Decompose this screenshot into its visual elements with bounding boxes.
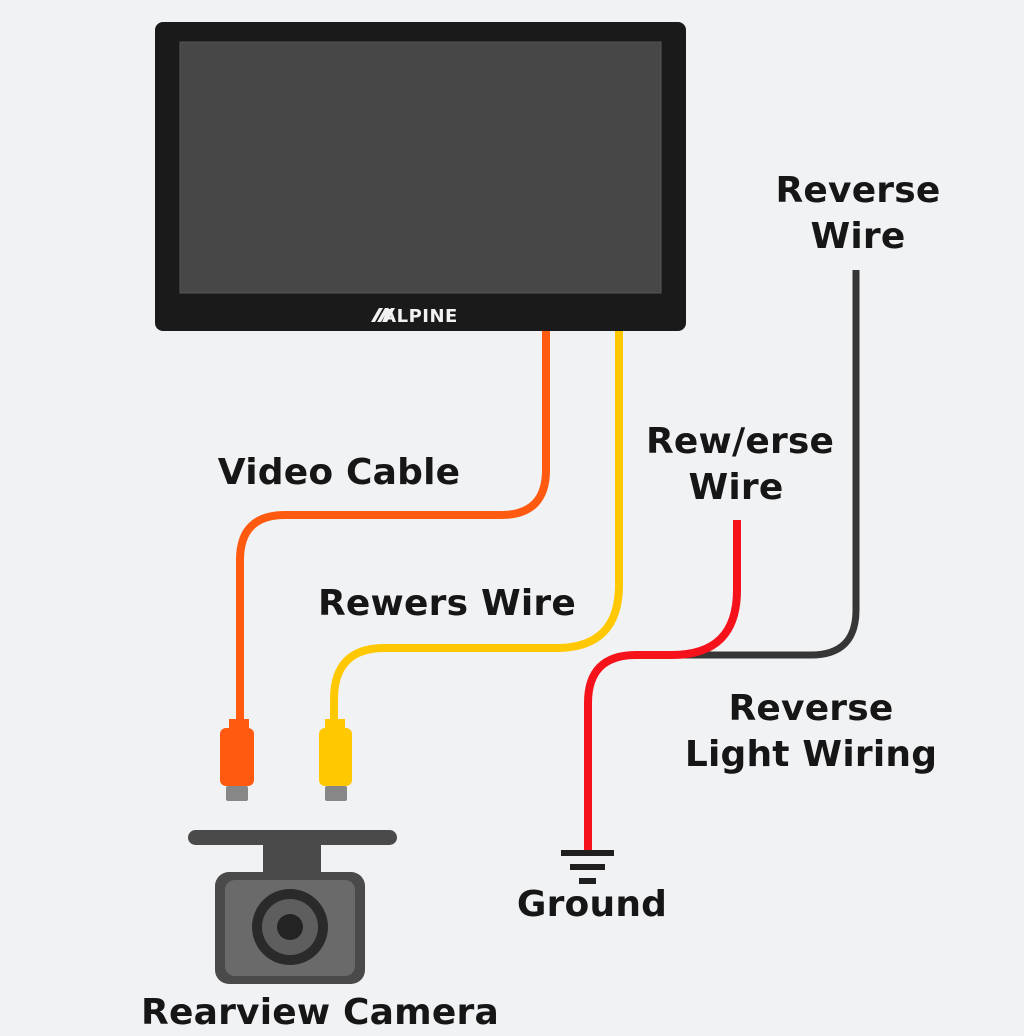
reverse-light-wire[interactable] [676, 270, 860, 659]
head-unit: ALPINE [155, 22, 686, 331]
label-reverse-wire-mid: Rew/erse Wire [646, 419, 835, 511]
label-reverse-light-wiring-line2: Light Wiring [684, 734, 938, 775]
camera-lens-center [277, 914, 303, 940]
label-ground: Ground [516, 884, 668, 925]
video-cable[interactable] [236, 331, 550, 720]
label-video-cable: Video Cable [217, 452, 461, 493]
camera-reverse-wire[interactable] [330, 331, 623, 720]
rearview-camera [188, 830, 397, 984]
label-reverse-wire-top-line1: Reverse [775, 170, 941, 211]
camera-reverse-wire-connector[interactable] [319, 719, 352, 801]
label-reverse-wire-mid-line2: Wire [688, 467, 784, 508]
label-camera-reverse-wire: Rewers Wire [318, 583, 576, 624]
video-cable-connector[interactable] [220, 719, 254, 801]
label-reverse-wire-top-line2: Wire [810, 216, 906, 257]
head-unit-brand: ALPINE [382, 306, 458, 327]
camera-mount-stem [263, 838, 321, 878]
head-unit-screen [179, 41, 662, 294]
label-rearview-camera: Rearview Camera [141, 992, 499, 1033]
reverse-power-wire[interactable] [584, 520, 741, 852]
label-reverse-wire-mid-line1: Rew/erse [646, 421, 835, 462]
alpine-logo-slashes [371, 308, 395, 322]
ground-icon [561, 850, 614, 884]
label-reverse-wire-top: Reverse Wire [772, 168, 944, 260]
label-reverse-light-wiring-line1: Reverse [728, 688, 894, 729]
label-reverse-light-wiring: Reverse Light Wiring [680, 686, 942, 778]
camera-mount-bar [188, 830, 397, 845]
